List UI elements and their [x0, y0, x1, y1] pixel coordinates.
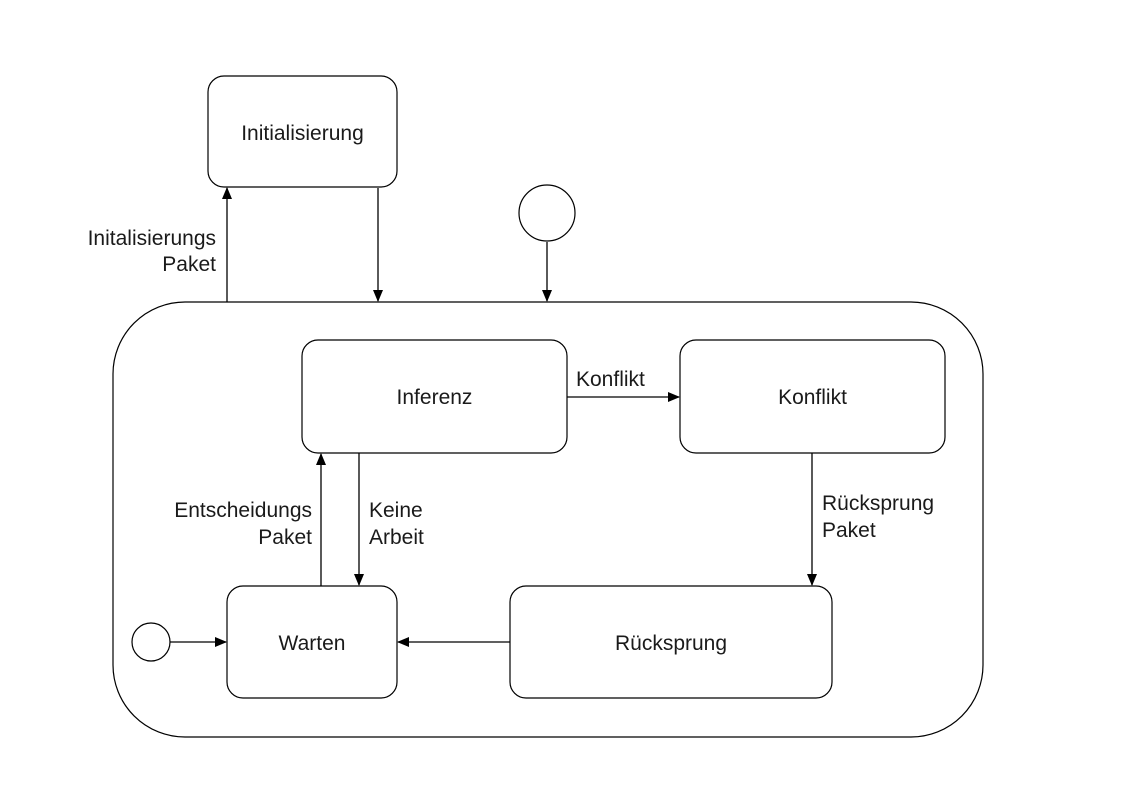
state-inferenz[interactable]: Inferenz	[301, 339, 568, 454]
state-konflikt[interactable]: Konflikt	[679, 339, 946, 454]
state-inferenz-label: Inferenz	[397, 386, 473, 409]
state-warten-label: Warten	[279, 632, 346, 655]
composite-state-frame	[112, 301, 984, 738]
label-initialisierungs-paket-line2: Paket	[162, 253, 216, 276]
initial-state-outer	[518, 184, 576, 242]
state-warten[interactable]: Warten	[226, 585, 398, 699]
label-konflikt: Konflikt	[576, 368, 645, 391]
label-ruecksprung-paket-line1: Rücksprung	[822, 492, 934, 515]
state-ruecksprung-label: Rücksprung	[615, 632, 727, 655]
state-konflikt-label: Konflikt	[778, 386, 847, 409]
label-ruecksprung-paket-line2: Paket	[822, 519, 876, 542]
label-entscheidungs-paket-line1: Entscheidungs	[174, 499, 312, 522]
state-initialisierung-label: Initialisierung	[241, 122, 364, 145]
label-entscheidungs-paket-line2: Paket	[258, 526, 312, 549]
label-keine-arbeit-line2: Arbeit	[369, 526, 424, 549]
state-ruecksprung[interactable]: Rücksprung	[509, 585, 833, 699]
label-keine-arbeit-line1: Keine	[369, 499, 423, 522]
initial-state-inner	[131, 622, 171, 662]
state-initialisierung[interactable]: Initialisierung	[207, 75, 398, 188]
label-initialisierungs-paket-line1: Initalisierungs	[88, 227, 216, 250]
